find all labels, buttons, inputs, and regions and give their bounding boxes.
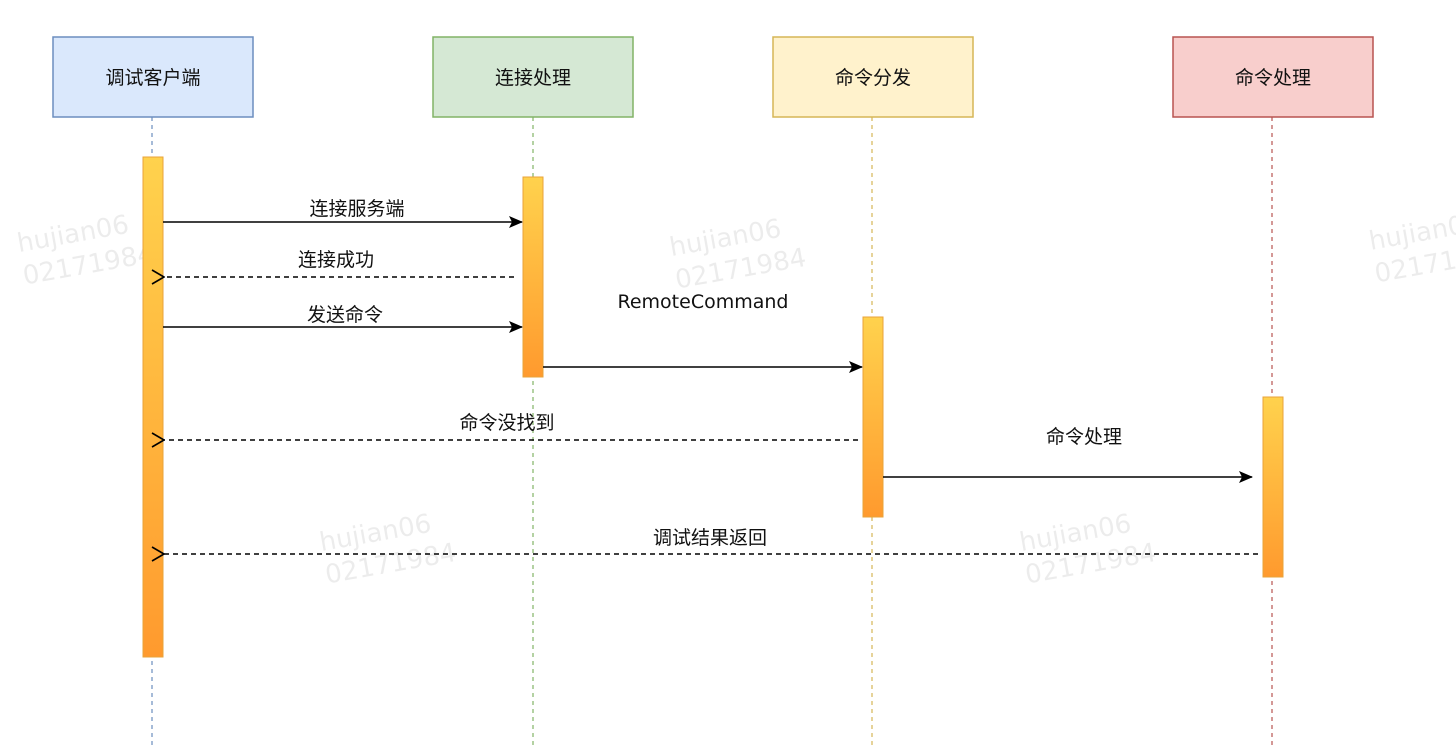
message-connect-server: 连接服务端 [163,198,523,228]
participant-command-dispatch: 命令分发 [772,36,974,118]
message-label: 调试结果返回 [653,527,767,549]
participant-command-handler: 命令处理 [1172,36,1374,118]
message-label: 命令没找到 [459,412,554,434]
message-send-command: 发送命令 [163,304,523,333]
participant-box [432,36,634,118]
watermark-1: hujian06 02171984 [15,210,156,292]
message-label: 命令处理 [1046,426,1122,448]
watermark-2: hujian06 02171984 [667,214,808,296]
message-label: 连接服务端 [309,198,404,220]
participant-label: 命令分发 [835,67,911,89]
participant-box [52,36,254,118]
activation-bar-connection-handler [522,176,544,378]
participant-label: 调试客户端 [105,67,200,89]
participant-box [1172,36,1374,118]
participant-connection-handler: 连接处理 [432,36,634,118]
watermark-4: hujian06 02171984 [317,509,458,591]
participant-label: 命令处理 [1235,67,1311,89]
activation-bar-command-dispatch [862,316,884,518]
message-debug-result-return: 调试结果返回 [164,527,1258,554]
participant-box [772,36,974,118]
message-command-not-found: 命令没找到 [164,412,858,440]
activation-bar-debug-client [142,156,164,658]
message-label: 连接成功 [298,249,374,271]
message-connect-success: 连接成功 [164,249,514,277]
message-label: RemoteCommand [618,291,789,313]
message-remote-command: RemoteCommand [543,291,863,373]
participant-label: 连接处理 [495,67,571,89]
message-command-process: 命令处理 [883,426,1253,483]
watermark-3: hujian06 02171984 [1367,208,1456,290]
watermark-5: hujian06 02171984 [1017,509,1158,591]
activation-bar-command-handler [1262,396,1284,578]
participant-debug-client: 调试客户端 [52,36,254,118]
message-label: 发送命令 [307,304,383,326]
